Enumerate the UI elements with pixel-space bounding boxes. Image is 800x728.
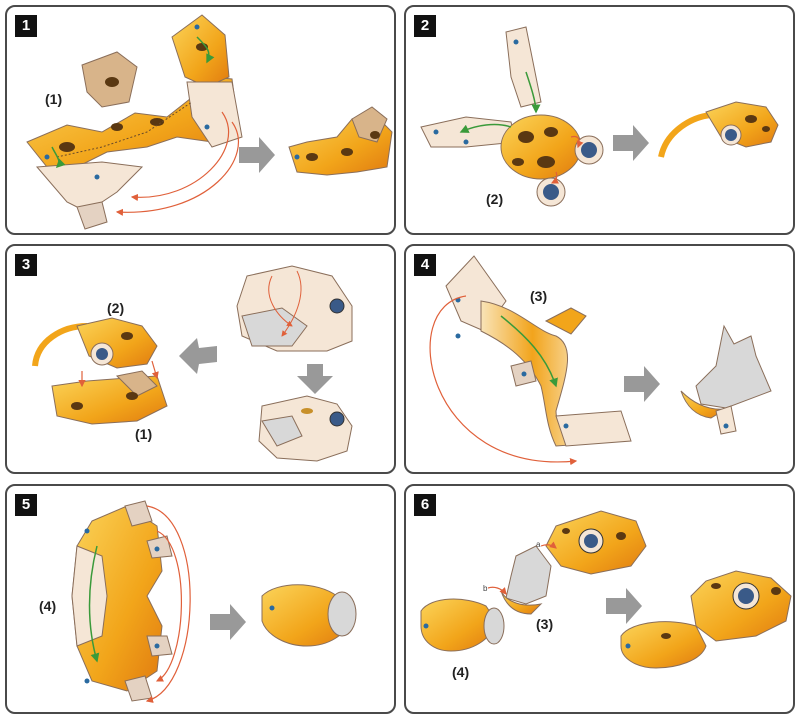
step-illustration [420, 26, 779, 207]
next-step-arrow [179, 338, 217, 374]
gecko-hind-piece [420, 598, 505, 652]
step-badge: 3 [15, 254, 37, 276]
gecko-tail-piece [500, 545, 552, 615]
part-label: (3) [536, 616, 554, 632]
next-step-arrow [297, 364, 333, 394]
step-badge: 5 [15, 494, 37, 516]
gecko-hind-legs-folded [261, 584, 357, 647]
step-illustration [71, 500, 357, 703]
gecko-tail-flat [445, 255, 632, 447]
step-badge: 2 [414, 15, 436, 37]
gecko-hind-legs-flat [71, 500, 173, 702]
gecko-front-and-body [32, 317, 168, 425]
next-step-arrow [210, 604, 246, 640]
gecko-head-assembled [258, 395, 353, 462]
part-label: (2) [486, 191, 504, 207]
part-label: (1) [135, 426, 153, 442]
step-panel-6: 6 (3) (4) a b [404, 484, 795, 714]
part-label: (3) [530, 288, 548, 304]
step-illustration [420, 510, 792, 669]
gecko-legs-assembly [420, 26, 604, 207]
next-step-arrow [624, 366, 660, 402]
gecko-tail-folded [680, 324, 772, 435]
step-panel-2: 2 (2) [404, 5, 795, 235]
next-step-arrow [613, 125, 649, 161]
step-panel-3: 3 (2) (1) [5, 244, 396, 474]
step-badge: 4 [414, 254, 436, 276]
part-label: (1) [45, 91, 63, 107]
step-illustration [32, 265, 353, 462]
step-illustration [429, 255, 772, 466]
gecko-head-assembling [236, 265, 353, 352]
next-step-arrow [606, 588, 642, 624]
part-label: (2) [107, 300, 125, 316]
gecko-body-folded [288, 106, 393, 176]
step-panel-1: 1 (1) [5, 5, 396, 235]
next-step-arrow [239, 137, 275, 173]
gecko-head-piece [545, 510, 647, 575]
step-panel-4: 4 (3) [404, 244, 795, 474]
part-label: (4) [39, 598, 57, 614]
step-panel-5: 5 (4) [5, 484, 396, 714]
step-badge: 6 [414, 494, 436, 516]
step-badge: 1 [15, 15, 37, 37]
gecko-completed [620, 570, 792, 669]
step-illustration [26, 14, 393, 230]
guide-letter-a: a [536, 540, 541, 549]
part-label: (4) [452, 664, 470, 680]
gecko-front-assembled [658, 101, 779, 158]
guide-letter-b: b [483, 584, 488, 593]
